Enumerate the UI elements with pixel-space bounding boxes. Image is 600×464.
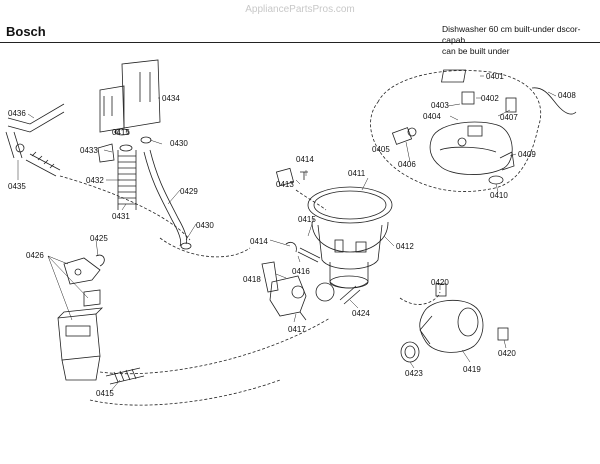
clip-0420-upper <box>435 283 447 297</box>
label-0424: 0424 <box>352 309 370 318</box>
label-0435: 0435 <box>8 182 26 191</box>
label-0412: 0412 <box>396 242 414 251</box>
label-0429: 0429 <box>180 187 198 196</box>
label-0420-upper: 0420 <box>431 278 449 287</box>
corrugated-hose-center <box>297 247 361 305</box>
part-0433 <box>97 143 115 163</box>
valve-0405 <box>391 127 417 145</box>
label-0431: 0431 <box>112 212 130 221</box>
seal-ring <box>315 282 335 302</box>
pump-assembly-outline <box>370 70 542 192</box>
label-0401: 0401 <box>486 72 504 81</box>
label-0415-top: 0415 <box>112 128 130 137</box>
leader-lines <box>17 75 557 393</box>
label-0407: 0407 <box>500 113 518 122</box>
cover-0401 <box>441 69 467 83</box>
label-0409: 0409 <box>518 150 536 159</box>
bellows-hose-left <box>117 150 137 210</box>
sensor-0402 <box>461 91 475 105</box>
hose-dashed-4 <box>399 291 441 305</box>
drain-hose-left <box>5 103 65 177</box>
bracket-top <box>99 59 161 133</box>
label-0405: 0405 <box>372 145 390 154</box>
drain-pump <box>269 275 307 321</box>
label-0416: 0416 <box>292 267 310 276</box>
label-0430-top: 0430 <box>170 139 188 148</box>
label-0415-bottom: 0415 <box>96 389 114 398</box>
label-0411: 0411 <box>348 169 366 178</box>
bellows-0415 <box>105 367 145 385</box>
description-line-2: can be built under <box>442 46 510 56</box>
label-0417: 0417 <box>288 325 306 334</box>
clip-0425 <box>95 254 105 267</box>
heater-pump-assembly <box>429 121 515 175</box>
switch-0407 <box>505 97 517 113</box>
header-rule <box>0 42 600 43</box>
label-0432: 0432 <box>86 176 104 185</box>
label-0418: 0418 <box>243 275 261 284</box>
label-0436: 0436 <box>8 109 26 118</box>
grommet-0423 <box>400 341 420 363</box>
label-0420-lower: 0420 <box>498 349 516 358</box>
screw-0414 <box>300 171 308 180</box>
label-0414-mid: 0414 <box>250 237 268 246</box>
label-0434: 0434 <box>162 94 180 103</box>
label-0425: 0425 <box>90 234 108 243</box>
hose-dashed-3 <box>99 317 331 375</box>
bracket-0418 <box>261 261 279 293</box>
grommet-0423-inner <box>404 345 416 359</box>
label-0413: 0413 <box>276 180 294 189</box>
hose-long-inner <box>143 151 182 247</box>
label-0402: 0402 <box>481 94 499 103</box>
label-0403: 0403 <box>431 101 449 110</box>
model-description: Dishwasher 60 cm built-under dscor-capab… <box>442 24 598 57</box>
aquastop-unit <box>57 307 104 381</box>
brand-name: Bosch <box>6 24 46 39</box>
description-line-1: Dishwasher 60 cm built-under dscor-capab <box>442 24 581 45</box>
hose-dashed-1 <box>159 237 251 258</box>
label-0410: 0410 <box>490 191 508 200</box>
circulation-pump <box>419 299 484 353</box>
clip-0414 <box>285 242 297 253</box>
hose-dashed-5 <box>89 379 281 406</box>
part-0413 <box>275 167 295 187</box>
watermark: AppliancePartsPros.com <box>245 4 355 15</box>
hose-long <box>149 149 188 245</box>
label-0433: 0433 <box>80 146 98 155</box>
label-0415-center: 0415 <box>298 215 316 224</box>
label-0423: 0423 <box>405 369 423 378</box>
label-0404: 0404 <box>423 112 441 121</box>
label-0414-top: 0414 <box>296 155 314 164</box>
label-0408: 0408 <box>558 91 576 100</box>
label-0406: 0406 <box>398 160 416 169</box>
label-0426: 0426 <box>26 251 44 260</box>
part-labels: 0401 0402 0403 0404 0405 0406 0407 0408 … <box>8 72 576 398</box>
sump-housing <box>307 186 393 289</box>
hose-dashed-6 <box>295 189 327 211</box>
clip-0420-lower <box>497 327 509 341</box>
parts-0426 <box>63 257 101 307</box>
wire-0408 <box>531 87 577 115</box>
label-0419: 0419 <box>463 365 481 374</box>
label-0430-bottom: 0430 <box>196 221 214 230</box>
